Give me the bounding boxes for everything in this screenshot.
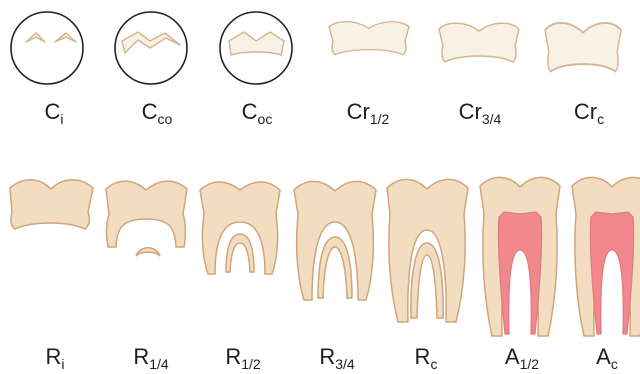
label-r14-letter: R [133, 344, 149, 369]
stage-cco-figure [115, 12, 187, 84]
label-rc-letter: R [415, 344, 431, 369]
label-rc-sub: c [430, 356, 437, 372]
label-cr34-letter: Cr [459, 99, 482, 124]
label-cco-sub: co [158, 111, 173, 127]
label-coc-sub: oc [258, 111, 273, 127]
stage-rc-pulp [411, 243, 443, 318]
label-a12-sub: 1/2 [520, 356, 539, 372]
label-cr12: Cr1/2 [347, 101, 390, 126]
label-cco-letter: C [142, 99, 158, 124]
label-ci-sub: i [60, 111, 63, 127]
stage-r12-figure [200, 182, 280, 274]
stage-cr34-crown [439, 23, 519, 62]
label-r14-sub: 1/4 [149, 356, 168, 372]
label-r12-sub: 1/2 [241, 356, 260, 372]
stage-crc-crown [545, 23, 621, 72]
label-ri: Ri [45, 346, 64, 371]
label-r34: R3/4 [319, 346, 354, 371]
label-ri-letter: R [45, 344, 61, 369]
stage-r12-tooth [200, 182, 280, 274]
stage-r34-pulp [318, 237, 352, 298]
label-ac: Ac [596, 346, 618, 371]
stage-r14-tooth [106, 181, 187, 247]
label-r34-sub: 3/4 [335, 356, 354, 372]
label-ci: Ci [44, 101, 63, 126]
label-r12: R1/2 [225, 346, 260, 371]
label-crc: Crc [574, 101, 604, 126]
label-ac-sub: c [611, 356, 618, 372]
label-cco: Cco [142, 101, 173, 126]
label-coc-letter: C [242, 99, 258, 124]
label-cr34: Cr3/4 [459, 101, 502, 126]
stage-ri-crown [10, 180, 93, 229]
stage-r12-pulp [226, 234, 254, 272]
stage-ci-circle [11, 12, 83, 84]
label-r14: R1/4 [133, 346, 168, 371]
stage-cr12-crown [329, 22, 409, 55]
stage-r34-figure [294, 181, 376, 300]
label-ac-letter: A [596, 344, 611, 369]
stage-ci-figure [11, 12, 83, 84]
label-cr12-sub: 1/2 [370, 111, 389, 127]
label-r34-letter: R [319, 344, 335, 369]
label-a12: A1/2 [505, 346, 539, 371]
label-crc-sub: c [597, 111, 604, 127]
label-cr12-letter: Cr [347, 99, 370, 124]
stage-rc-figure [387, 179, 468, 322]
stage-coc-figure [220, 12, 292, 84]
label-r12-letter: R [225, 344, 241, 369]
label-cr34-sub: 3/4 [482, 111, 501, 127]
stage-ac-figure [572, 177, 640, 336]
label-a12-letter: A [505, 344, 520, 369]
stage-ac-pulp [590, 212, 633, 334]
stage-a12-pulp [498, 212, 541, 334]
stage-r14-pulp-bud [136, 248, 160, 256]
stage-r14-figure [106, 181, 187, 256]
stage-a12-figure [480, 177, 560, 336]
label-rc: Rc [415, 346, 438, 371]
label-crc-letter: Cr [574, 99, 597, 124]
stage-a12-tooth [480, 177, 560, 336]
label-ri-sub: i [61, 356, 64, 372]
label-coc: Coc [242, 101, 273, 126]
label-ci-letter: C [44, 99, 60, 124]
stage-ri-figure [10, 180, 93, 229]
